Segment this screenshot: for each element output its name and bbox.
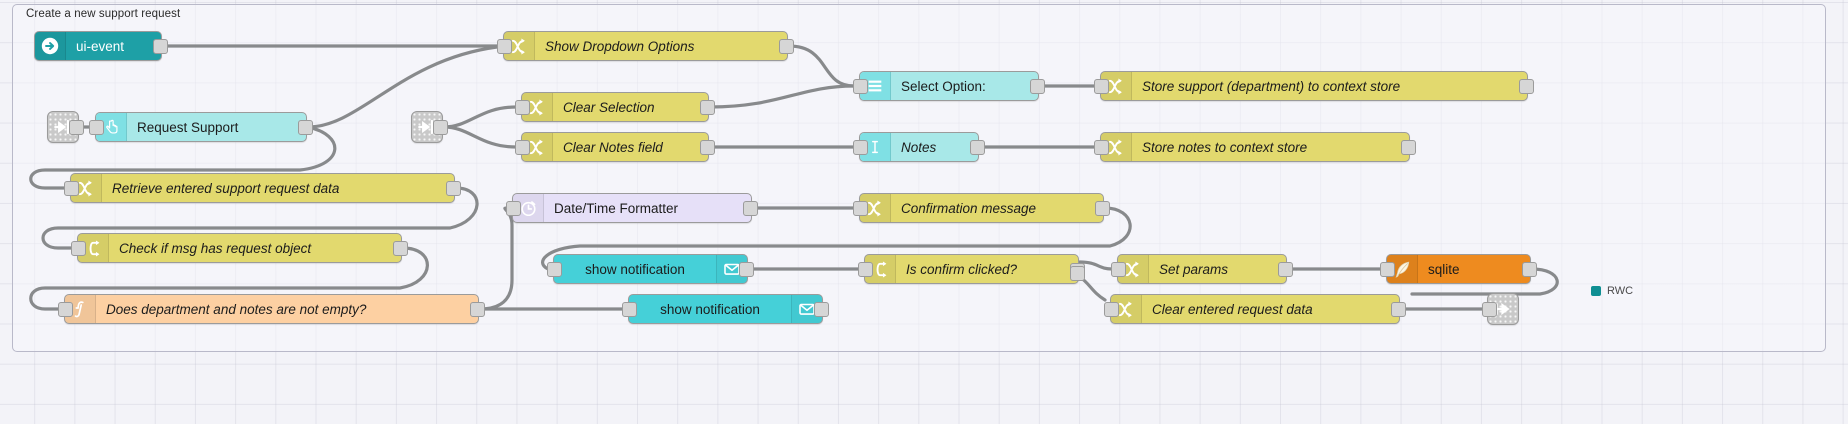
node-set-params[interactable]: Set params [1111, 254, 1293, 284]
output-port[interactable] [298, 120, 313, 135]
link-in-node-1[interactable] [47, 111, 84, 143]
input-port[interactable] [71, 241, 86, 256]
node-label: sqlite [1428, 261, 1460, 277]
node-label: Set params [1159, 261, 1229, 277]
node-show-dropdown-options[interactable]: Show Dropdown Options [497, 31, 794, 61]
output-port[interactable] [700, 140, 715, 155]
output-port[interactable] [1095, 201, 1110, 216]
node-check-if-msg-has-request-object[interactable]: Check if msg has request object [71, 233, 408, 263]
output-port[interactable] [1401, 140, 1416, 155]
input-port[interactable] [1111, 262, 1126, 277]
input-port[interactable] [497, 39, 512, 54]
input-port[interactable] [1094, 140, 1109, 155]
input-port[interactable] [1104, 302, 1119, 317]
node-select-option[interactable]: Select Option: [853, 71, 1045, 101]
node-ui-event[interactable]: ui-event [34, 31, 168, 61]
input-port[interactable] [1380, 262, 1395, 277]
node-store-notes-to-context-store[interactable]: Store notes to context store [1094, 132, 1416, 162]
node-notes[interactable]: Notes [853, 132, 985, 162]
node-show-notification-1[interactable]: show notification [547, 254, 754, 284]
input-port[interactable] [622, 302, 637, 317]
input-port[interactable] [89, 120, 104, 135]
node-sqlite[interactable]: sqlite [1380, 254, 1537, 284]
input-port[interactable] [515, 100, 530, 115]
node-confirmation-message[interactable]: Confirmation message [853, 193, 1110, 223]
node-request-support[interactable]: Request Support [89, 112, 313, 142]
input-port[interactable] [853, 140, 868, 155]
input-port[interactable] [506, 201, 521, 216]
node-does-department-and-notes-are-not-empty[interactable]: Does department and notes are not empty? [58, 294, 485, 324]
input-port[interactable] [858, 262, 873, 277]
node-store-support-to-context-store[interactable]: Store support (department) to context st… [1094, 71, 1534, 101]
input-port[interactable] [58, 302, 73, 317]
node-label: Retrieve entered support request data [112, 180, 340, 196]
output-port-2[interactable] [1070, 266, 1085, 281]
node-show-notification-2[interactable]: show notification [622, 294, 829, 324]
node-label: Clear Selection [563, 99, 655, 115]
node-label: Is confirm clicked? [906, 261, 1018, 277]
output-port[interactable] [470, 302, 485, 317]
input-port[interactable] [547, 262, 562, 277]
link-in-icon [418, 119, 434, 135]
function-f-icon [65, 295, 96, 323]
output-port[interactable] [814, 302, 829, 317]
node-label: Notes [901, 139, 937, 155]
input-port[interactable] [853, 201, 868, 216]
output-port[interactable] [743, 201, 758, 216]
input-port[interactable] [1482, 302, 1497, 317]
node-label: Request Support [137, 119, 239, 135]
node-label: show notification [585, 261, 685, 277]
node-label: Check if msg has request object [119, 240, 312, 256]
node-label: Clear entered request data [1152, 301, 1313, 317]
status-dot [1591, 286, 1601, 296]
node-label: Confirmation message [901, 200, 1037, 216]
status-text: RWC [1605, 285, 1636, 297]
output-port[interactable] [970, 140, 985, 155]
input-port[interactable] [1094, 79, 1109, 94]
output-port[interactable] [446, 181, 461, 196]
output-port[interactable] [1030, 79, 1045, 94]
node-label: Store support (department) to context st… [1142, 78, 1401, 94]
link-in-node-2[interactable] [411, 111, 448, 143]
output-port[interactable] [69, 120, 84, 135]
input-port[interactable] [515, 140, 530, 155]
node-clear-selection[interactable]: Clear Selection [515, 92, 715, 122]
output-port[interactable] [1522, 262, 1537, 277]
node-label: Select Option: [901, 78, 986, 94]
input-port[interactable] [64, 181, 79, 196]
link-out-node-1[interactable] [1482, 293, 1519, 325]
output-port[interactable] [779, 39, 794, 54]
node-label: show notification [660, 301, 760, 317]
output-port[interactable] [433, 120, 448, 135]
node-label: Date/Time Formatter [554, 200, 679, 216]
node-date-time-formatter[interactable]: Date/Time Formatter [506, 193, 758, 223]
node-clear-notes-field[interactable]: Clear Notes field [515, 132, 715, 162]
output-port[interactable] [700, 100, 715, 115]
output-port[interactable] [1519, 79, 1534, 94]
output-port[interactable] [153, 39, 168, 54]
node-is-confirm-clicked[interactable]: Is confirm clicked? [858, 254, 1085, 284]
node-label: ui-event [76, 38, 125, 54]
change-shuffle-icon [522, 93, 553, 121]
output-port[interactable] [1278, 262, 1293, 277]
group-label: Create a new support request [26, 8, 181, 20]
node-label: Clear Notes field [563, 139, 663, 155]
output-port[interactable] [1391, 302, 1406, 317]
input-port[interactable] [853, 79, 868, 94]
node-retrieve-entered-support-request-data[interactable]: Retrieve entered support request data [64, 173, 461, 203]
node-clear-entered-request-data[interactable]: Clear entered request data [1104, 294, 1406, 324]
link-in-icon [54, 119, 70, 135]
node-label: Does department and notes are not empty? [106, 301, 367, 317]
output-port[interactable] [739, 262, 754, 277]
output-port[interactable] [393, 241, 408, 256]
change-shuffle-icon [1101, 72, 1132, 100]
text-cursor-icon [860, 133, 891, 161]
node-label: Store notes to context store [1142, 139, 1308, 155]
status-badge: RWC [1591, 285, 1636, 297]
arrow-circle-right-icon [35, 32, 66, 60]
node-label: Show Dropdown Options [545, 38, 695, 54]
